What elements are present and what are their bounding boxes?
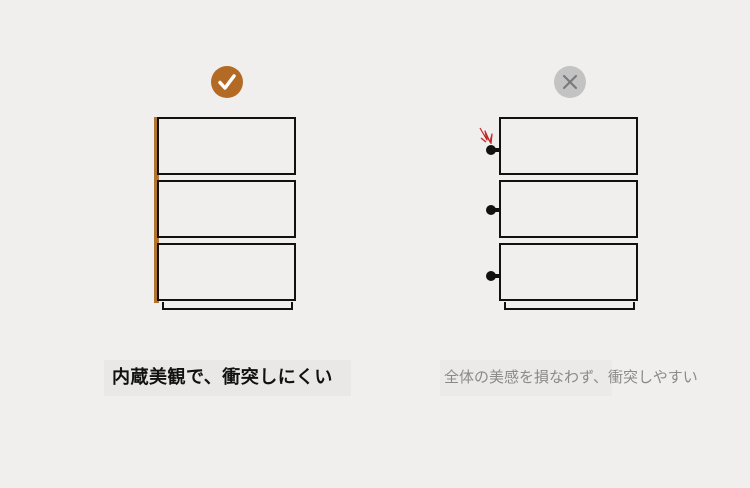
drawer-bottom [157, 243, 296, 301]
check-icon [218, 74, 236, 90]
protruding-knob [486, 204, 500, 216]
drawer-top [157, 117, 296, 175]
not-recommended-panel [375, 0, 750, 488]
cross-badge [554, 66, 586, 98]
cabinet-base [504, 302, 635, 310]
caption-background [440, 360, 612, 396]
drawer-middle [157, 180, 296, 238]
protruding-knob [486, 270, 500, 282]
caption-background [104, 360, 351, 396]
check-badge [211, 66, 243, 98]
not-recommended-caption: 全体の美感を損なわず、衝突しやすい [444, 368, 698, 386]
collision-burst-icon [479, 127, 493, 145]
drawer-middle [499, 180, 638, 238]
drawer-top [499, 117, 638, 175]
cross-icon [562, 74, 578, 90]
drawer-bottom [499, 243, 638, 301]
recommended-panel [154, 66, 296, 310]
recommended-caption: 内蔵美観で、衝突しにくい [112, 367, 333, 388]
protruding-knob [486, 144, 500, 156]
cabinet-base [162, 302, 293, 310]
concealed-handle-strip [154, 117, 159, 303]
